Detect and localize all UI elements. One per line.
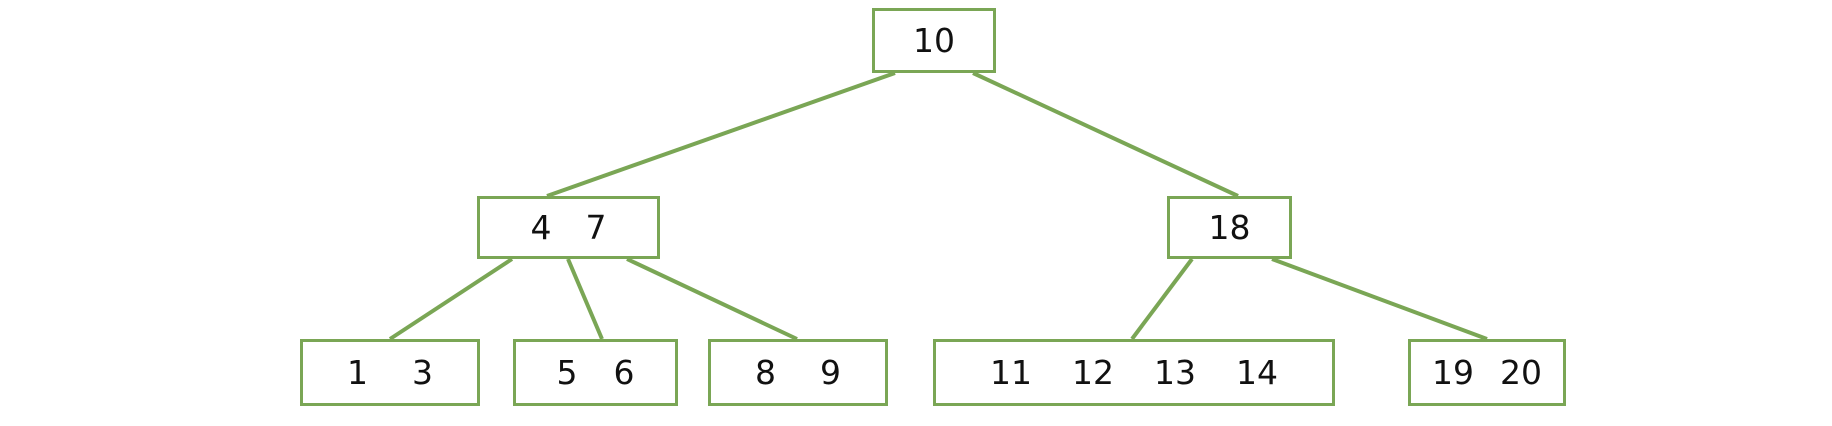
edge-root-to-internal-left	[546, 71, 896, 198]
node-key: 20	[1500, 353, 1542, 392]
edge-internal-left-to-leaf-3	[626, 257, 798, 341]
node-key-list: 5 6	[557, 356, 635, 389]
node-key: 11	[990, 353, 1032, 392]
node-key-list: 8 9	[755, 356, 841, 389]
node-key-list: 11 12 13 14	[990, 356, 1278, 389]
tree-node-leaf-5[interactable]: 19 20	[1408, 339, 1566, 406]
node-key-list: 10	[913, 24, 955, 57]
node-key-list: 18	[1209, 211, 1251, 244]
node-key: 8	[755, 353, 776, 392]
tree-node-leaf-1[interactable]: 1 3	[300, 339, 480, 406]
node-key: 6	[613, 353, 635, 392]
node-key: 10	[913, 21, 955, 60]
node-key: 9	[820, 353, 841, 392]
node-key: 5	[556, 353, 578, 392]
node-key: 13	[1154, 353, 1196, 392]
tree-node-root[interactable]: 10	[872, 8, 996, 73]
node-key: 7	[585, 208, 607, 247]
edge-internal-left-to-leaf-1	[388, 257, 514, 341]
node-key: 18	[1208, 208, 1251, 247]
tree-node-leaf-4[interactable]: 11 12 13 14	[933, 339, 1335, 406]
tree-node-internal-left[interactable]: 4 7	[477, 196, 660, 259]
node-key-list: 4 7	[531, 211, 607, 244]
node-key: 14	[1236, 353, 1278, 392]
node-key: 1	[347, 353, 368, 392]
edge-internal-right-to-leaf-4	[1130, 257, 1194, 341]
node-key-list: 19 20	[1432, 356, 1542, 389]
edge-internal-right-to-leaf-5	[1271, 257, 1488, 341]
node-key: 3	[412, 353, 433, 392]
tree-node-internal-right[interactable]: 18	[1167, 196, 1292, 259]
node-key: 12	[1072, 353, 1114, 392]
node-key-list: 1 3	[347, 356, 433, 389]
tree-node-leaf-3[interactable]: 8 9	[708, 339, 888, 406]
node-key: 4	[530, 208, 552, 247]
edge-internal-left-to-leaf-2	[566, 258, 604, 340]
edge-root-to-internal-right	[972, 71, 1239, 198]
node-key: 19	[1432, 353, 1474, 392]
tree-node-leaf-2[interactable]: 5 6	[513, 339, 678, 406]
